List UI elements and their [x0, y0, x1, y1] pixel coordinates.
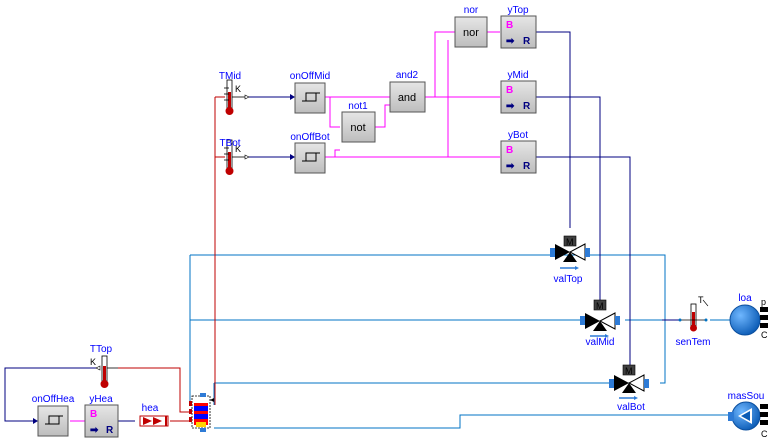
sensor-unit-label: K [235, 84, 241, 94]
tmid-sensor[interactable]: K [224, 79, 250, 115]
fluid-connections [189, 254, 735, 429]
label-tbot: TBot [219, 138, 240, 149]
label-yhea: yHea [89, 394, 113, 405]
valve-port-glyph: M [596, 301, 604, 311]
valtop-valve[interactable]: M [550, 235, 590, 270]
heat-connections [118, 96, 225, 422]
loa-volume[interactable]: p C [729, 297, 768, 340]
not-block[interactable]: not [341, 111, 376, 143]
arrow-right-icon: ➡ [506, 36, 515, 47]
label-ytop: yTop [507, 5, 529, 16]
label-valtop: valTop [554, 274, 583, 285]
boolean-port-glyph: B [506, 145, 513, 156]
real-port-glyph: R [523, 101, 531, 112]
boolean-port-glyph: B [506, 85, 513, 96]
temperature-symbol: T [698, 295, 704, 305]
ybot-block[interactable]: B ➡ R [500, 140, 537, 174]
label-valbot: valBot [617, 402, 645, 413]
port-p-glyph: p [761, 297, 766, 307]
label-valmid: valMid [586, 337, 615, 348]
arrow-right-icon: ➡ [506, 161, 515, 172]
port-c-glyph: C [761, 330, 768, 340]
label-onoffbot: onOffBot [290, 132, 330, 143]
onoffhea-block[interactable] [33, 405, 69, 437]
not-block-text: not [350, 122, 365, 134]
nor-block[interactable]: nor [454, 16, 488, 48]
massou-source[interactable]: C [728, 401, 768, 439]
valve-port-glyph: M [566, 237, 574, 247]
boolean-connections [70, 31, 500, 422]
valve-port-glyph: M [625, 366, 633, 376]
nor-block-text: nor [463, 27, 479, 39]
real-connections [4, 31, 680, 422]
onoffbot-block[interactable] [290, 142, 326, 174]
label-massou: masSou [728, 391, 765, 402]
label-nor: nor [464, 5, 479, 16]
sentem-sensor[interactable]: T [678, 295, 709, 332]
tank-block[interactable] [189, 393, 214, 432]
label-onoffhea: onOffHea [32, 394, 75, 405]
label-and2: and2 [396, 70, 419, 81]
component-labels: nor yTop TMid onOffMid and2 not1 yMid TB… [32, 5, 765, 414]
onoffmid-block[interactable] [290, 82, 326, 114]
label-ybot: yBot [508, 130, 528, 141]
ttop-sensor[interactable]: K [90, 355, 118, 388]
real-port-glyph: R [523, 36, 531, 47]
arrow-right-icon: ➡ [90, 425, 99, 436]
sensor-unit-label: K [90, 357, 96, 367]
label-ymid: yMid [507, 70, 528, 81]
label-loa: loa [738, 293, 752, 304]
label-onoffmid: onOffMid [290, 71, 330, 82]
tbot-sensor[interactable]: K [224, 139, 250, 175]
port-c-glyph: C [761, 429, 768, 439]
valmid-valve[interactable]: M [580, 299, 620, 338]
yhea-block[interactable]: B ➡ R [84, 404, 119, 438]
label-sentem: senTem [675, 337, 710, 348]
arrow-right-icon: ➡ [506, 101, 515, 112]
ytop-block[interactable]: B ➡ R [500, 15, 537, 49]
hea-prescribed-heatflow[interactable] [139, 415, 169, 427]
label-not1: not1 [348, 101, 368, 112]
and-block-text: and [398, 92, 416, 104]
label-ttop: TTop [90, 344, 113, 355]
real-port-glyph: R [106, 425, 114, 436]
and-block[interactable]: and [389, 81, 426, 113]
boolean-port-glyph: B [506, 20, 513, 31]
label-tmid: TMid [219, 71, 241, 82]
boolean-port-glyph: B [90, 409, 97, 420]
ymid-block[interactable]: B ➡ R [500, 80, 537, 114]
valbot-valve[interactable]: M [609, 364, 649, 400]
label-hea: hea [142, 403, 159, 414]
real-port-glyph: R [523, 161, 531, 172]
sensor-unit-label: K [235, 144, 241, 154]
